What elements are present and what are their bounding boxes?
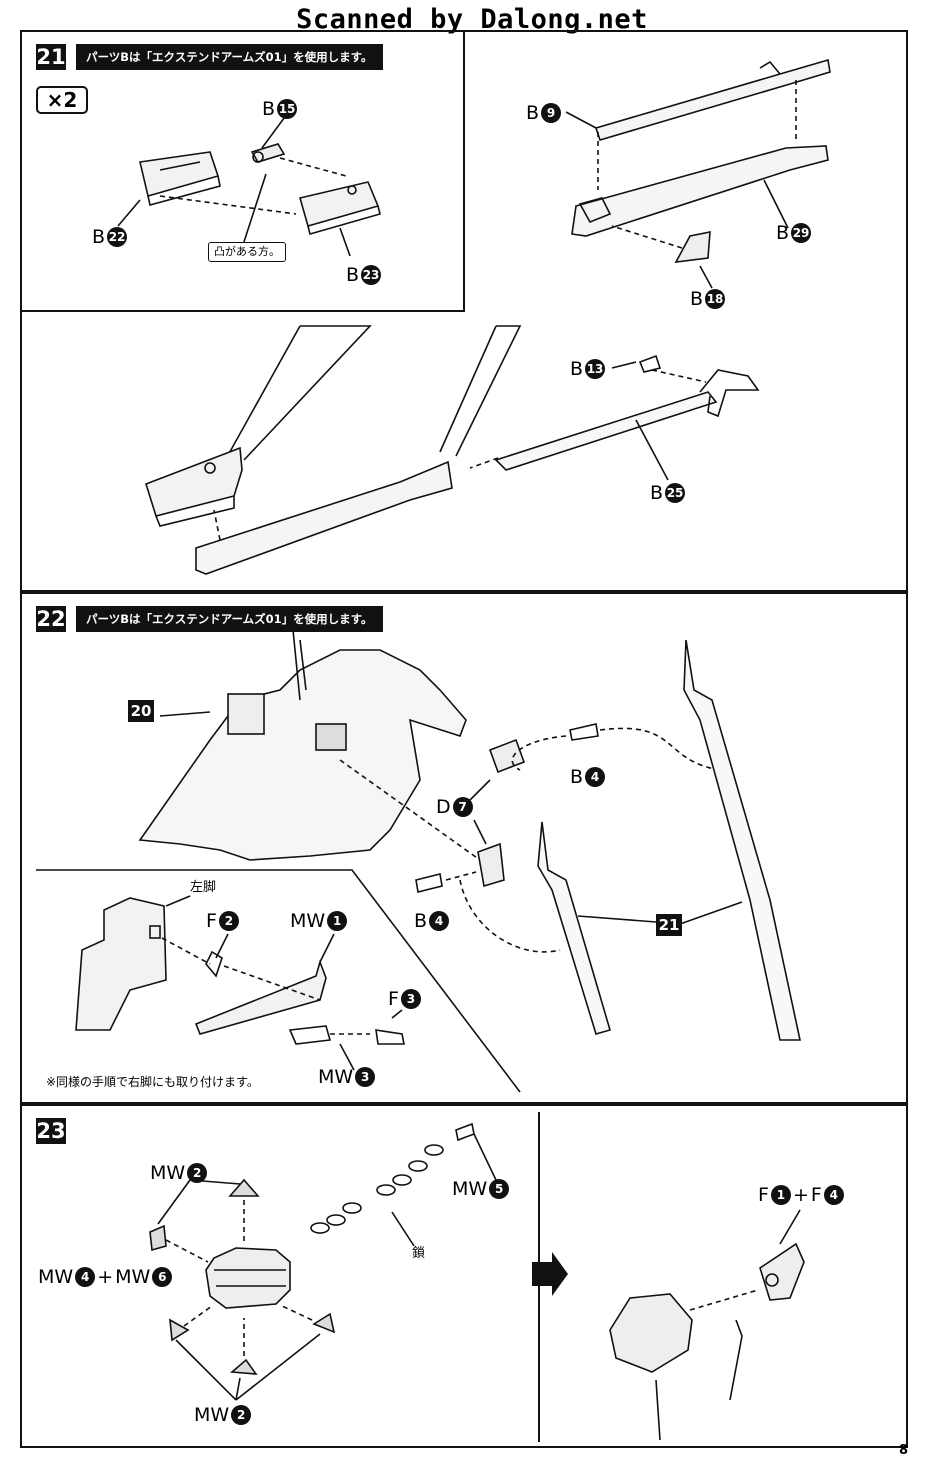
page-number: 8	[898, 1443, 908, 1458]
step-21-banner: パーツBは「エクステンドアームズ01」を使用します。	[76, 44, 383, 70]
right-leg-note: ※同様の手順で右脚にも取り付けます。	[46, 1075, 259, 1089]
step-21-inner-divider	[20, 310, 465, 312]
step-22-number: 22	[36, 606, 66, 632]
step-21-number: 21	[36, 44, 66, 70]
step-23-number: 23	[36, 1118, 66, 1144]
step-22-banner: パーツBは「エクステンドアームズ01」を使用します。	[76, 606, 383, 632]
ref-step-20: 20	[128, 700, 154, 722]
note-convex-side: 凸がある方。	[208, 242, 286, 262]
chain-label: 鎖	[412, 1246, 426, 1261]
ref-step-21: 21	[656, 914, 682, 936]
multiplier-badge: ×2	[36, 86, 88, 114]
step-22-frame	[20, 592, 908, 1104]
step-21-divider	[463, 30, 465, 310]
left-leg-label: 左脚	[190, 880, 217, 895]
watermark: Scanned by Dalong.net	[296, 4, 648, 35]
step-23-frame	[20, 1104, 908, 1448]
